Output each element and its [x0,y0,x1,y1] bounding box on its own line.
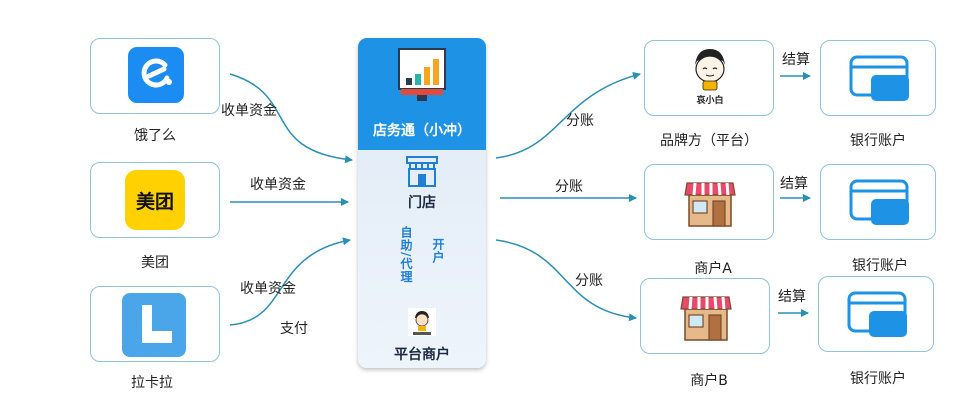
edge-label-merchant-b: 分账 [575,273,603,289]
edge-lakala-to-hub [229,237,351,326]
source-card-meituan[interactable]: 美团 [90,162,220,238]
flow-label-open-account: 开户 [431,238,445,264]
edge-label-lakala: 收单资金 [240,281,296,297]
platform-mascot-icon [408,308,436,336]
bank-card-icon [847,291,909,339]
target-name-merchant-b: 商户B [690,373,728,389]
brand-mascot-text: 哀小白 [696,96,724,106]
meituan-logo-icon: 美团 [125,170,185,230]
source-name-eleme: 饿了么 [134,128,176,144]
platform-merchant-label: 平台商户 [394,347,450,363]
target-name-merchant-a: 商户A [694,261,732,277]
store-label: 门店 [408,195,436,211]
source-card-lakala[interactable] [90,286,220,362]
meituan-logo-text: 美团 [135,191,174,213]
edge-hub-to-brand [495,71,641,159]
hub-header: 店务通（小冲） [358,38,486,150]
store-icon [405,156,439,188]
bank-card-icon [849,55,911,103]
bank-name-brand: 银行账户 [850,133,906,149]
lakala-logo-icon [122,293,186,357]
bank-card-merchant-b[interactable] [818,276,934,352]
monitor-chart-icon [398,48,446,106]
source-name-lakala: 拉卡拉 [131,375,173,391]
eleme-logo-icon [128,47,184,103]
target-card-brand[interactable]: 哀小白 [644,40,774,116]
brand-mascot-icon: 哀小白 [689,47,731,109]
bank-name-merchant-b: 银行账户 [850,371,906,387]
storefront-icon [680,295,732,341]
hub-panel: 店务通（小冲） 门店 自助/代理 开户 平台商户 [358,38,486,368]
target-card-merchant-a[interactable] [644,164,774,240]
source-card-eleme[interactable] [90,38,220,114]
storefront-icon [684,181,736,227]
edge-label-eleme: 收单资金 [221,103,277,119]
settle-label-brand: 结算 [782,52,810,68]
settle-label-merchant-b: 结算 [778,289,806,305]
bank-card-icon [849,179,911,227]
edge-sublabel-lakala: 支付 [280,321,308,337]
edge-hub-to-merchant-b [495,239,637,322]
target-card-merchant-b[interactable] [640,278,770,354]
settle-label-merchant-a: 结算 [780,176,808,192]
edge-label-meituan: 收单资金 [250,177,306,193]
bank-card-brand[interactable] [820,40,936,116]
flow-label-self-agent: 自助/代理 [399,226,413,284]
edge-label-merchant-a: 分账 [555,179,583,195]
bank-card-merchant-a[interactable] [820,164,936,240]
hub-title: 店务通（小冲） [373,123,471,139]
source-name-meituan: 美团 [141,255,169,271]
edge-eleme-to-hub [229,73,353,164]
target-name-brand: 品牌方（平台） [660,133,758,149]
bank-name-merchant-a: 银行账户 [852,258,908,274]
edge-label-brand: 分账 [566,113,594,129]
